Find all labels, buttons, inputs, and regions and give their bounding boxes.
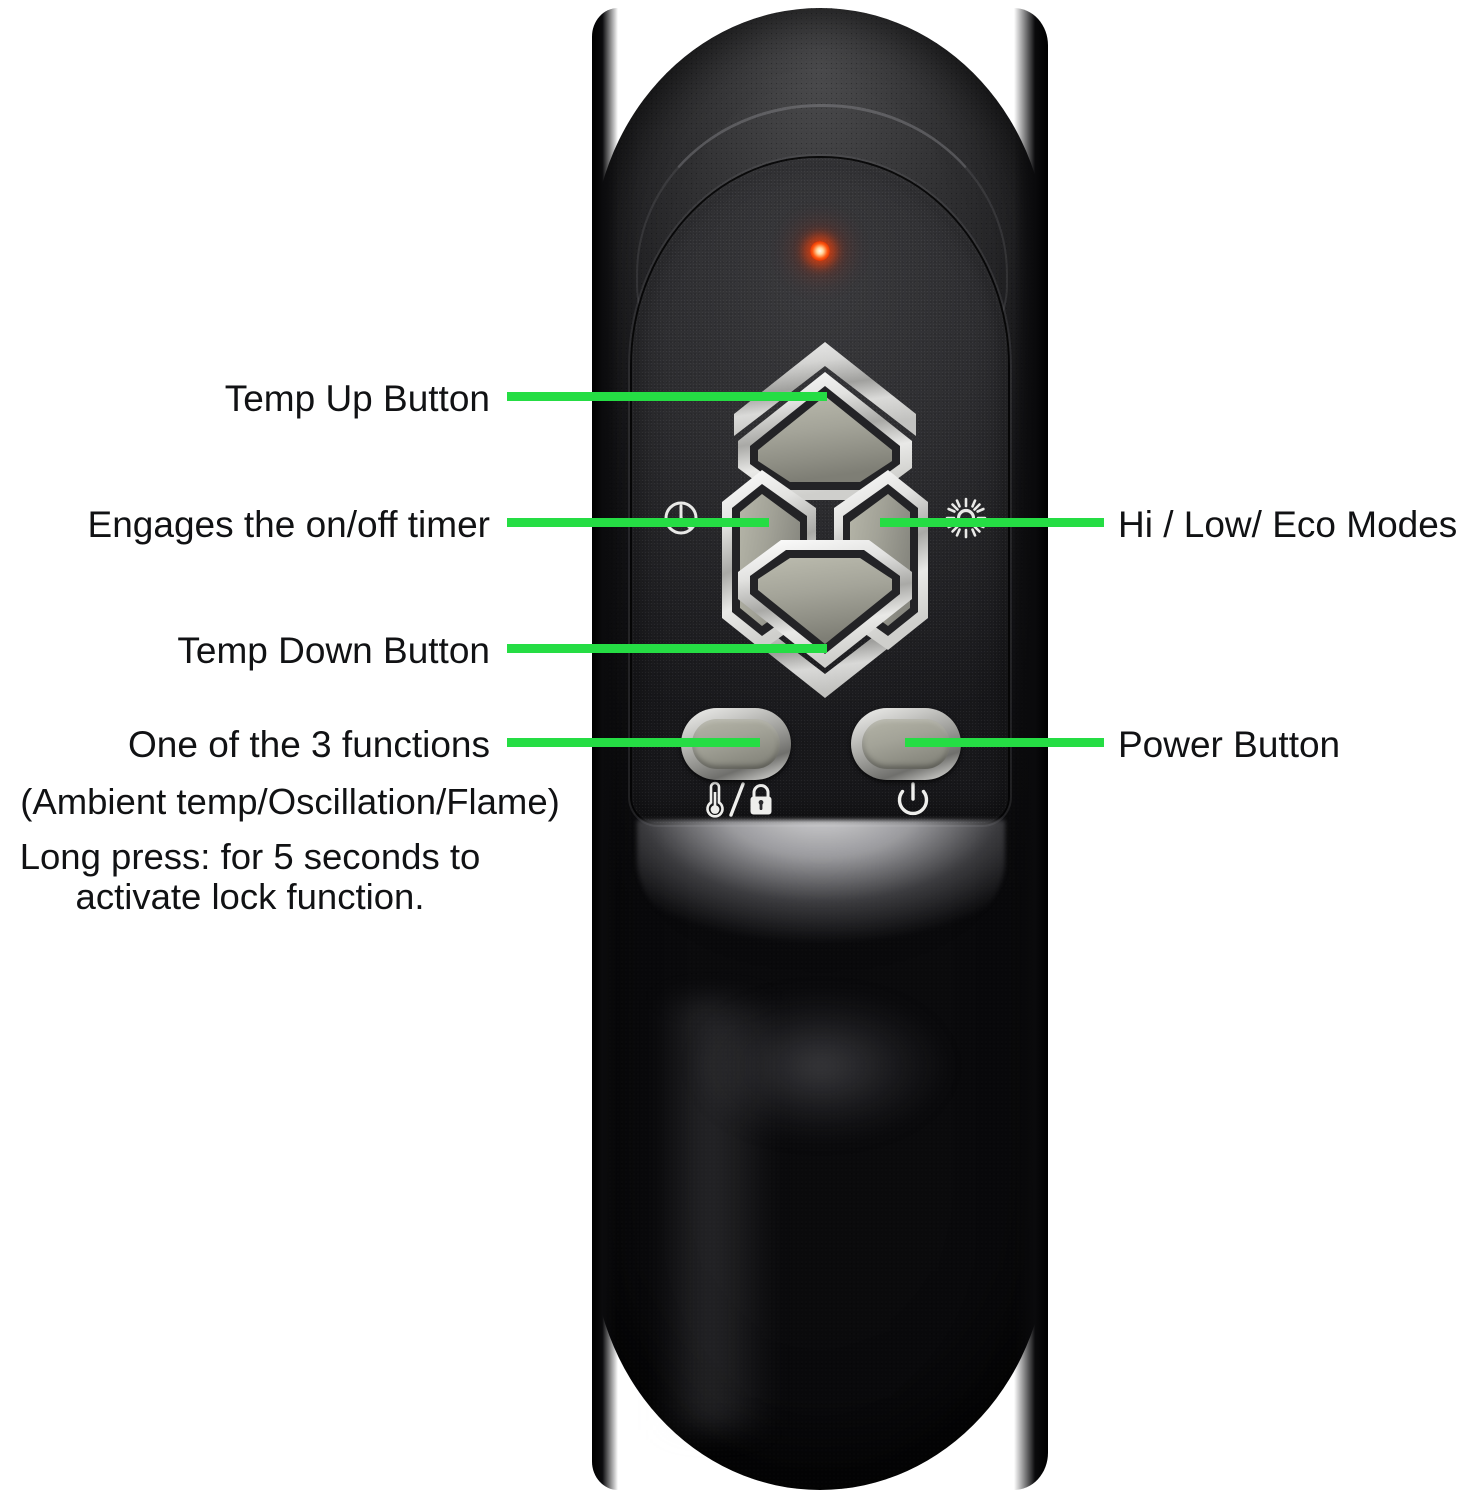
annotation-label-timer: Engages the on/off timer	[87, 504, 490, 545]
leader-line-timer	[507, 518, 769, 527]
annotation-label-temp-down: Temp Down Button	[177, 630, 490, 671]
dpad-down-button	[738, 540, 912, 668]
leader-line-function	[507, 738, 760, 747]
leader-line-temp-up	[507, 392, 827, 401]
leader-line-modes	[880, 518, 1104, 527]
remote-control	[592, 8, 1048, 1490]
leader-line-temp-down	[507, 644, 827, 653]
annotation-label-power: Power Button	[1118, 724, 1341, 765]
status-led-icon	[810, 241, 830, 261]
dpad-up-chrome	[734, 342, 916, 436]
annotation-label-modes: Hi / Low/ Eco Modes	[1118, 504, 1458, 545]
leader-line-power	[905, 738, 1104, 747]
annotation-note-longpress-2: activate lock function.	[75, 876, 425, 917]
directional-pad[interactable]	[704, 340, 946, 700]
dpad-up-button	[738, 372, 912, 500]
annotation-label-function: One of the 3 functions	[127, 724, 490, 765]
annotation-note-functions: (Ambient temp/Oscillation/Flame)	[20, 781, 560, 822]
annotation-label-temp-up: Temp Up Button	[224, 378, 490, 419]
annotation-note-longpress-1: Long press: for 5 seconds to	[19, 836, 481, 877]
